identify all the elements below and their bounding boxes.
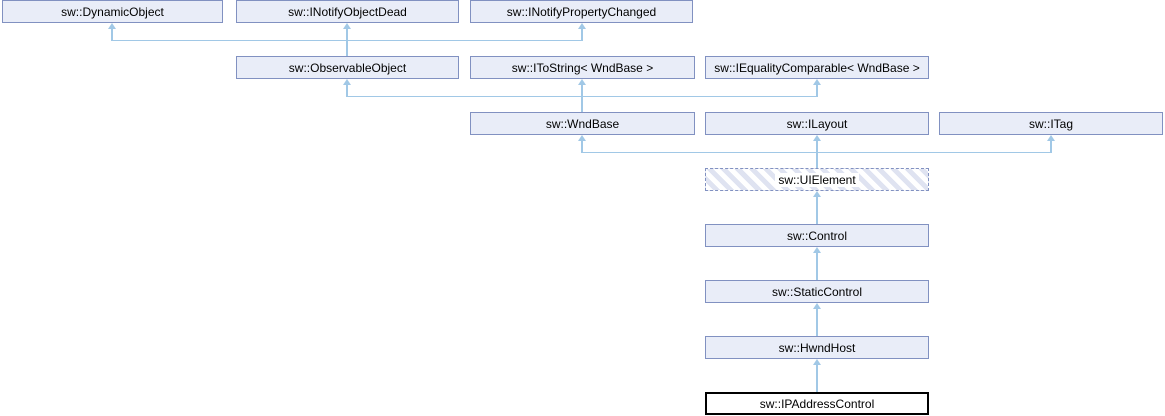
arrowhead-up-icon [1047, 135, 1055, 141]
inheritance-edge [816, 308, 818, 336]
inheritance-edge [346, 84, 348, 97]
arrowhead-up-icon [813, 359, 821, 365]
class-label: sw::DynamicObject [61, 4, 164, 19]
class-label: sw::HwndHost [778, 340, 856, 355]
class-label: sw::StaticControl [771, 284, 863, 299]
inheritance-edge [1050, 140, 1052, 153]
inheritance-edge [346, 28, 348, 56]
class-node-static-control[interactable]: sw::StaticControl [705, 280, 929, 303]
arrowhead-up-icon [343, 23, 351, 29]
inheritance-edge [816, 140, 818, 168]
arrowhead-up-icon [813, 191, 821, 197]
arrowhead-up-icon [813, 79, 821, 85]
arrowhead-up-icon [578, 79, 586, 85]
class-node-hwnd-host[interactable]: sw::HwndHost [705, 336, 929, 359]
class-node-ilayout[interactable]: sw::ILayout [705, 112, 929, 135]
class-label: sw::ILayout [786, 116, 848, 131]
arrowhead-up-icon [578, 23, 586, 29]
class-label: sw::INotifyObjectDead [288, 4, 407, 19]
inheritance-edge [112, 40, 582, 41]
arrowhead-up-icon [813, 247, 821, 253]
class-node-itostring-wndbase[interactable]: sw::IToString< WndBase > [470, 56, 695, 79]
class-label: sw::WndBase [545, 116, 620, 131]
class-label: sw::IEqualityComparable< WndBase > [714, 60, 920, 75]
inheritance-edge [581, 140, 583, 153]
inheritance-edge [111, 28, 113, 41]
inheritance-edge [581, 28, 583, 41]
class-label: sw::INotifyPropertyChanged [506, 4, 657, 19]
class-label: sw::Control [786, 228, 848, 243]
arrowhead-up-icon [578, 135, 586, 141]
arrowhead-up-icon [813, 135, 821, 141]
class-node-wndbase[interactable]: sw::WndBase [470, 112, 695, 135]
inheritance-edge [816, 364, 818, 392]
class-label: sw::IToString< WndBase > [511, 60, 654, 75]
class-node-observable-object[interactable]: sw::ObservableObject [236, 56, 459, 79]
class-label: sw::ITag [1028, 116, 1073, 131]
class-node-uielement[interactable]: sw::UIElement [705, 168, 929, 191]
class-label: sw::ObservableObject [288, 60, 407, 75]
arrowhead-up-icon [108, 23, 116, 29]
class-node-iequality-comparable-wndbase[interactable]: sw::IEqualityComparable< WndBase > [705, 56, 929, 79]
inheritance-edge [582, 152, 1051, 153]
inheritance-edge [581, 84, 583, 112]
inheritance-edge [347, 96, 817, 97]
inheritance-edge [816, 196, 818, 224]
class-node-itag[interactable]: sw::ITag [939, 112, 1163, 135]
class-node-inotify-object-dead[interactable]: sw::INotifyObjectDead [236, 0, 459, 23]
arrowhead-up-icon [813, 303, 821, 309]
class-node-ipaddress-control-current: sw::IPAddressControl [705, 392, 929, 415]
inheritance-edge [816, 252, 818, 280]
class-node-inotify-property-changed[interactable]: sw::INotifyPropertyChanged [470, 0, 693, 23]
class-label: sw::IPAddressControl [759, 396, 875, 411]
arrowhead-up-icon [343, 79, 351, 85]
class-label: sw::UIElement [775, 172, 859, 187]
class-node-control[interactable]: sw::Control [705, 224, 929, 247]
class-node-dynamic-object[interactable]: sw::DynamicObject [2, 0, 223, 23]
inheritance-edge [816, 84, 818, 97]
